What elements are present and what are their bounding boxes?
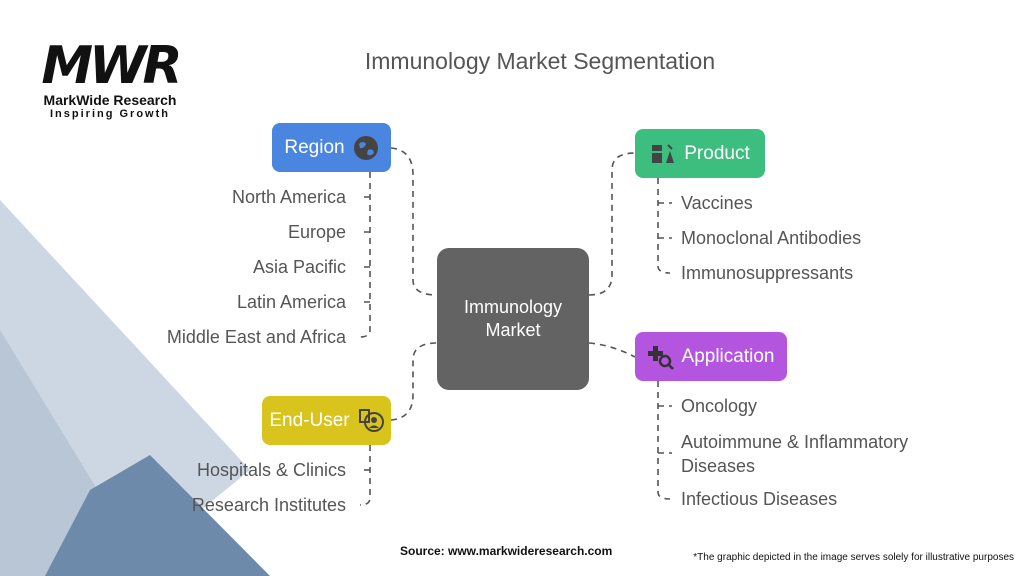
region-item: Asia Pacific — [252, 257, 346, 277]
end-user-item: Research Institutes — [191, 495, 346, 515]
region-item: North America — [231, 187, 346, 207]
logo: MWR MarkWide Research Inspiring Growth — [30, 40, 190, 120]
application-item: Oncology — [681, 396, 758, 416]
center-line2: Market — [485, 320, 541, 340]
medical-search-icon — [647, 344, 674, 370]
page-title: Immunology Market Segmentation — [364, 48, 716, 74]
region-item: Europe — [287, 222, 346, 242]
application-label: Application — [681, 345, 775, 367]
user-document-icon — [358, 408, 384, 434]
end-user-label: End-User — [269, 409, 350, 431]
product-node: Product — [635, 129, 765, 178]
region-label: Region — [284, 136, 345, 158]
application-item: Infectious Diseases — [681, 489, 838, 509]
application-node: Application — [635, 332, 787, 381]
logo-name: MarkWide Research — [43, 92, 177, 108]
logo-tagline: Inspiring Growth — [50, 108, 170, 120]
region-item: Latin America — [236, 292, 346, 312]
region-node: Region — [272, 123, 391, 172]
footnote: *The graphic depicted in the image serve… — [693, 552, 1014, 563]
end-user-node: End-User — [262, 396, 391, 445]
product-item: Vaccines — [681, 193, 753, 213]
product-item: Immunosuppressants — [681, 263, 854, 283]
end-user-item: Hospitals & Clinics — [196, 460, 346, 480]
product-item: Monoclonal Antibodies — [681, 228, 862, 248]
source-text: Source: www.markwideresearch.com — [400, 544, 613, 558]
logo-mark: MWR — [41, 36, 182, 96]
product-label: Product — [684, 142, 750, 164]
center-line1: Immunology — [463, 297, 563, 317]
application-item: Autoimmune & Inflammatory Diseases — [681, 432, 909, 476]
medicine-icon — [650, 141, 676, 167]
region-item: Middle East and Africa — [166, 327, 346, 347]
globe-icon — [353, 135, 379, 161]
